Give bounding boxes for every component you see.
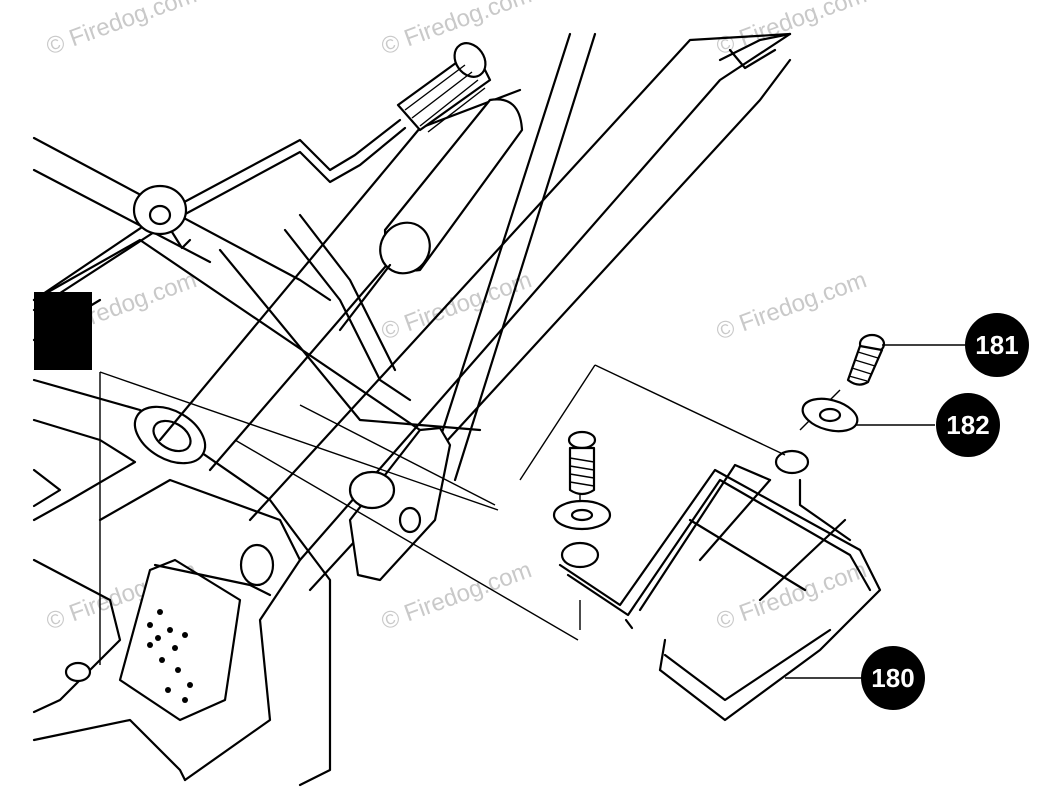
washer-182	[801, 397, 859, 433]
exploded-hardware	[99, 333, 886, 665]
callout-label-180: 180	[871, 663, 914, 693]
callout-badge	[965, 313, 1029, 377]
callout-182: 182	[855, 393, 1000, 457]
watermark: © Firedog.com	[378, 266, 535, 345]
watermark: © Firedog.com	[43, 0, 200, 61]
callout-180: 180	[785, 646, 925, 710]
clip-ring-left	[560, 541, 600, 569]
screw-181	[846, 333, 886, 386]
callout-badge	[936, 393, 1000, 457]
handle-assembly	[158, 32, 792, 592]
washer-left	[552, 499, 612, 531]
watermark: © Firedog.com	[713, 266, 870, 345]
clip-ring-right	[774, 449, 810, 475]
deck-bolt	[64, 661, 92, 683]
handle-bracket	[239, 426, 452, 587]
spring-tube	[338, 98, 524, 332]
bracket-bolt	[348, 470, 396, 510]
watermark: © Firedog.com	[378, 556, 535, 635]
callout-label-182: 182	[946, 410, 989, 440]
wire-bag-frame	[558, 463, 882, 722]
control-rod	[32, 42, 492, 312]
nut	[239, 543, 275, 587]
callout-badge	[861, 646, 925, 710]
callout-label-181: 181	[975, 330, 1018, 360]
discharge-flap	[118, 558, 272, 722]
screw-left	[567, 430, 597, 496]
callout-181: 181	[882, 313, 1029, 377]
